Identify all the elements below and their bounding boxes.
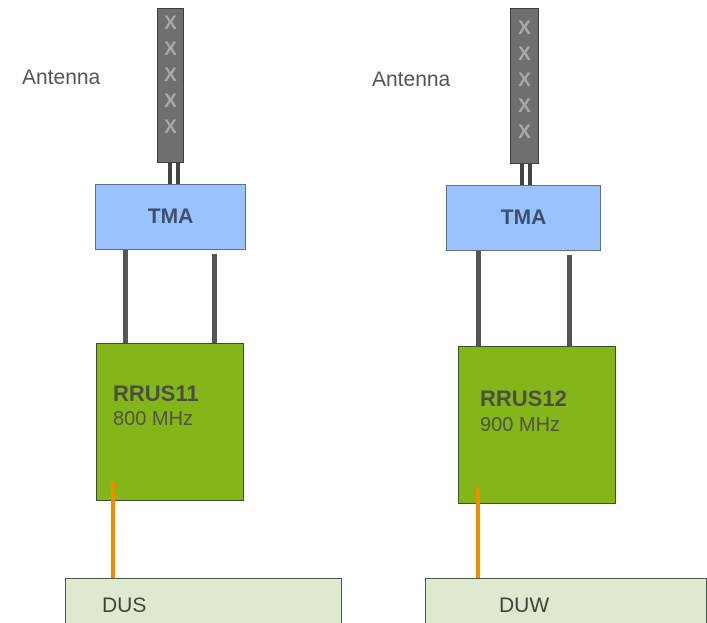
left-tma-rrus-cable-a — [123, 250, 128, 343]
antenna-element-mark: X — [518, 44, 531, 65]
left-antenna-feeder-a — [168, 163, 172, 186]
left-tma-box: TMA — [95, 184, 246, 250]
right-antenna-feeder-a — [520, 164, 524, 186]
antenna-element-mark: X — [518, 122, 531, 143]
left-antenna-feeder-b — [176, 163, 180, 186]
right-fiber-link — [476, 487, 480, 605]
antenna-element-mark: X — [164, 91, 177, 112]
antenna-element-mark: X — [518, 70, 531, 91]
left-digital-unit-box: DUS — [65, 578, 342, 623]
left-fiber-link — [111, 481, 115, 599]
left-du-label: DUS — [102, 594, 147, 617]
right-antenna-label: Antenna — [372, 68, 451, 91]
left-rrus-name: RRUS11 — [113, 381, 199, 406]
right-tma-box: TMA — [446, 185, 601, 251]
antenna-element-mark: X — [518, 18, 531, 39]
right-tma-rrus-cable-a — [476, 251, 481, 346]
right-tma-label: TMA — [500, 206, 547, 229]
right-du-label: DUW — [499, 594, 550, 617]
right-antenna: X X X X X — [510, 8, 539, 164]
antenna-element-mark: X — [164, 117, 177, 138]
left-rrus-frequency: 800 MHz — [113, 408, 194, 430]
right-digital-unit-box: DUW — [425, 578, 707, 623]
right-rrus-frequency: 900 MHz — [480, 414, 561, 436]
right-rrus-name: RRUS12 — [480, 386, 567, 411]
right-tma-rrus-cable-b — [567, 255, 572, 348]
antenna-element-mark: X — [164, 65, 177, 86]
antenna-element-mark: X — [164, 13, 177, 34]
left-tma-label: TMA — [147, 205, 194, 228]
right-antenna-feeder-b — [528, 164, 532, 186]
antenna-element-mark: X — [164, 39, 177, 60]
left-tma-rrus-cable-b — [212, 254, 217, 343]
antenna-element-mark: X — [518, 96, 531, 117]
left-antenna-label: Antenna — [22, 66, 101, 89]
right-rrus-box: RRUS12 900 MHz — [458, 346, 616, 504]
left-antenna: X X X X X — [157, 8, 184, 163]
left-rrus-box: RRUS11 800 MHz — [96, 343, 244, 501]
